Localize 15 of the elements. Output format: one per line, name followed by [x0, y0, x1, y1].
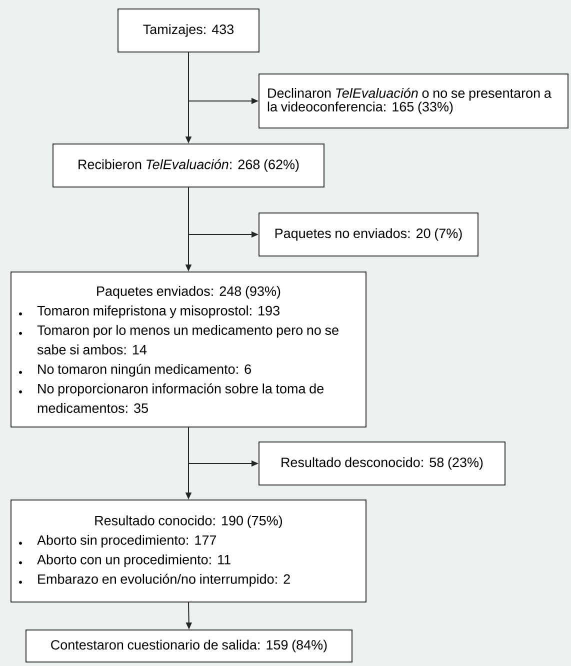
- flow-box: Paquetes enviados: 248 (93%) Tomaron mifepristona y misoprostol: 193 Tomaron por lo menos un medicamento pero no se sabe si ambos: 14 No tomaron ningún medicamento: 6 No proporcionaron información sobre la toma de medicamentos: 35: [10, 272, 366, 428]
- bullet-item: No tomaron ningún medicamento: 6: [38, 364, 251, 377]
- flow-box: Contestaron cuestionario de salida: 159 (84%): [26, 630, 352, 662]
- flow-box: Resultado desconocido: 58 (23%): [258, 442, 506, 486]
- flow-box: Tamizajes: 433: [118, 8, 260, 52]
- flow-box: Paquetes no enviados: 20 (7%): [258, 212, 478, 256]
- flow-box: Resultado conocido: 190 (75%) Aborto sin procedimiento: 177 Aborto con un procedimiento: 11 Embarazo en evolución/no interrumpido: 2: [10, 500, 366, 602]
- bullet-item: Tomaron mifepristona y misoprostol: 193: [37, 306, 280, 318]
- bullet-item: No proporcionaron información sobre la toma de medicamentos: 35: [38, 383, 324, 413]
- bullet-item: Embarazo en evolución/no interrumpido: 2: [38, 574, 290, 587]
- bullet-item: Tomaron por lo menos un medicamento pero no se sabe si ambos: 14: [37, 325, 338, 354]
- flow-box: Declinaron TelEvaluación o no se presentaron a la videoconferencia: 165 (33%): [258, 74, 568, 128]
- bullet-item: Aborto con un procedimiento: 11: [37, 554, 230, 568]
- bullet-item: Aborto sin procedimiento: 177: [37, 534, 216, 548]
- flow-box: Recibieron TelEvaluación: 268 (62%): [52, 144, 324, 188]
